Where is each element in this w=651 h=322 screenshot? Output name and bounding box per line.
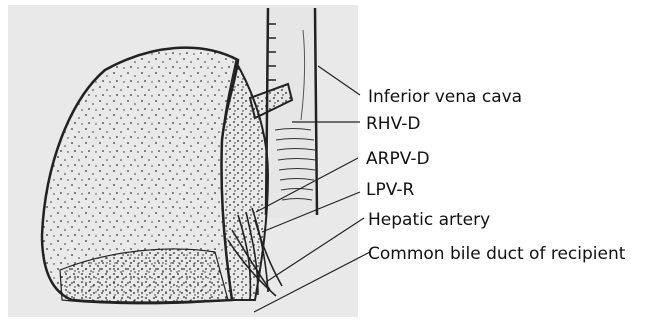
label-rhv-d: RHV-D [366, 114, 420, 134]
label-inferior-vena-cava: Inferior vena cava [368, 87, 522, 107]
label-lpv-r: LPV-R [366, 180, 414, 200]
inferior-vena-cava-drawing [266, 8, 317, 218]
label-common-bile-duct: Common bile duct of recipient [368, 244, 626, 264]
label-hepatic-artery: Hepatic artery [368, 210, 490, 230]
label-arpv-d: ARPV-D [366, 149, 430, 169]
